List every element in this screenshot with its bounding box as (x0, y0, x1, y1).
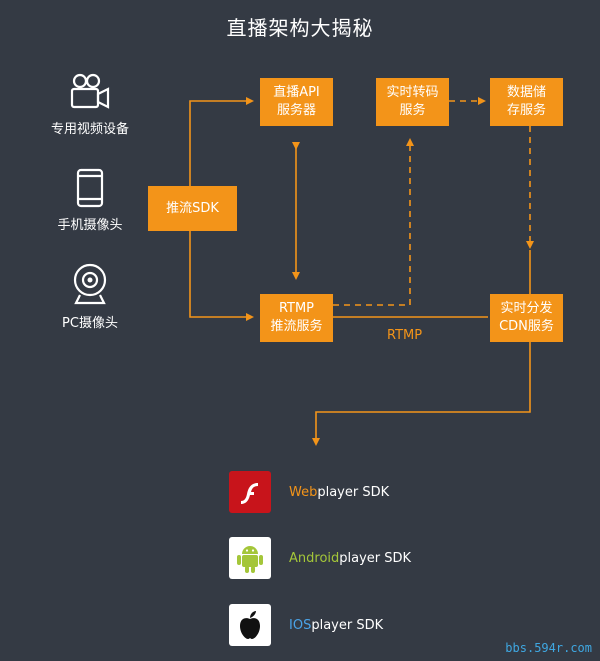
apple-icon (229, 604, 271, 646)
node-cdn: 实时分发 CDN服务 (490, 294, 563, 342)
source-label: 手机摄像头 (57, 218, 123, 233)
player-android: Androidplayer SDK (229, 537, 411, 579)
source-pc-camera: PC摄像头 (30, 262, 150, 331)
player-name: Web (289, 484, 318, 500)
source-label: 专用视频设备 (50, 122, 129, 137)
source-phone: 手机摄像头 (30, 168, 150, 233)
edge-sdk-to-rtmp (189, 231, 254, 321)
node-realtime-transcode: 实时转码 服务 (376, 78, 449, 126)
watermark: bbs.594r.com (505, 641, 592, 655)
player-name: Android (289, 550, 340, 566)
smartphone-icon (76, 168, 104, 208)
node-rtmp-push: RTMP 推流服务 (260, 294, 333, 342)
edge-label-rtmp: RTMP (387, 328, 423, 343)
page-title: 直播架构大揭秘 (226, 16, 374, 40)
player-name: IOS (289, 617, 312, 633)
source-video-device: 专用视频设备 (30, 72, 150, 137)
player-web: Webplayer SDK (229, 471, 389, 513)
edge-cdn-to-players (312, 338, 531, 446)
player-ios: IOSplayer SDK (229, 604, 383, 646)
webcam-icon (73, 263, 107, 305)
android-icon (229, 537, 271, 579)
edge-rtmp-to-transcode (333, 138, 414, 306)
player-suffix: player SDK (339, 550, 412, 566)
flash-icon (229, 471, 271, 513)
node-data-storage: 数据储 存服务 (490, 78, 563, 126)
video-camera-icon (70, 73, 110, 109)
edge-sdk-to-api (189, 97, 254, 186)
node-push-sdk: 推流SDK (148, 186, 237, 231)
player-suffix: player SDK (317, 484, 390, 500)
player-suffix: player SDK (311, 617, 384, 633)
node-live-api-server: 直播API 服务器 (260, 78, 333, 126)
source-label: PC摄像头 (62, 316, 118, 331)
